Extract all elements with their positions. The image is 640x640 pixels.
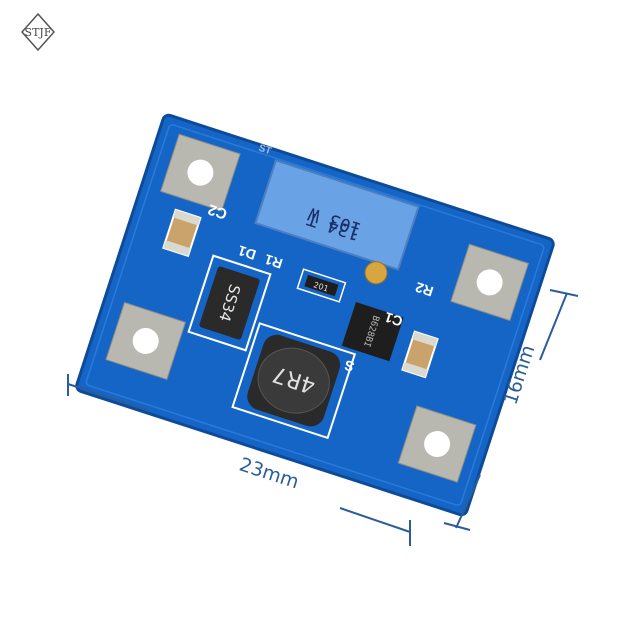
silk-d1: D1 [236, 242, 258, 263]
pad-bottom-right [397, 405, 477, 483]
pcb-board: 134 T 103 W C2 R1 D1 SS34 201 B [75, 113, 555, 517]
pad-top-right [450, 243, 530, 322]
ic-chip: B628BI [341, 302, 404, 362]
resistor-201: 201 [296, 268, 347, 303]
inductor: 4R7 [231, 322, 357, 440]
diode-ss34: R1 D1 SS34 [187, 242, 285, 352]
capacitor-c1: C1 R2 S [342, 279, 439, 379]
silk-c1: C1 [382, 309, 404, 330]
silk-watermark: ST [257, 143, 273, 157]
logo-text: STJF [25, 26, 52, 39]
pad-top-left [160, 133, 241, 212]
pad-bottom-left [105, 301, 187, 381]
brand-logo: STJF [20, 12, 56, 52]
silk-r1: R1 [262, 251, 284, 272]
capacitor-c2: C2 [162, 200, 230, 258]
resistor-marking: 201 [312, 280, 329, 293]
trimmer-potentiometer: 134 T 103 W [254, 159, 420, 285]
silk-r2: R2 [413, 279, 435, 300]
silk-c2: C2 [206, 200, 230, 222]
pot-adjust-screw [364, 261, 388, 285]
